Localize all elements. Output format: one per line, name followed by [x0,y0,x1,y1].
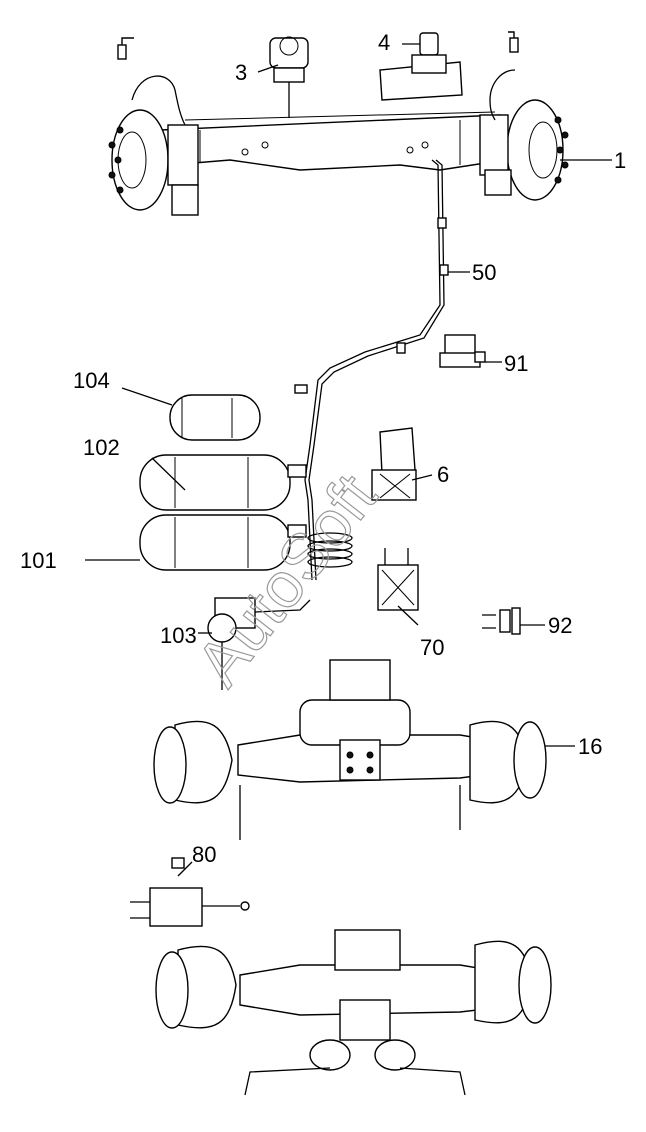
leader-lines [85,43,612,877]
front-axle-assembly [108,99,569,216]
callout-92: 92 [548,613,572,638]
part-50-air-line [294,159,449,581]
part-3-valve [269,36,309,118]
part-80-valve [130,857,250,927]
callout-80: 80 [192,842,216,867]
rear-drive-axle [155,929,552,1096]
part-4-valve-bracket [379,32,463,101]
fitting-top-right [508,31,519,53]
middle-drive-axle [153,659,547,840]
part-104-air-tank [169,394,261,441]
part-103-valve [207,597,311,690]
callout-104: 104 [73,368,110,393]
part-91-valve [439,334,486,368]
part-102-air-tank [139,454,307,511]
part-70-valve [377,548,419,611]
callout-101: 101 [20,548,57,573]
callout-3: 3 [235,60,247,85]
callout-4: 4 [378,30,390,55]
callout-50: 50 [472,260,496,285]
callout-103: 103 [160,623,197,648]
fitting-top-left [117,37,134,60]
callout-70: 70 [420,635,444,660]
callout-102: 102 [83,435,120,460]
callout-1: 1 [614,148,626,173]
callout-16: 16 [578,734,602,759]
callout-91: 91 [504,351,528,376]
part-92-bracket [482,607,521,635]
callout-6: 6 [437,462,449,487]
callout-labels: 1 3 4 50 91 104 102 6 101 103 70 92 16 8… [20,30,626,867]
coiled-air-hose [307,532,353,568]
part-6-relay-valve [371,427,417,501]
part-101-air-tank [139,514,307,571]
